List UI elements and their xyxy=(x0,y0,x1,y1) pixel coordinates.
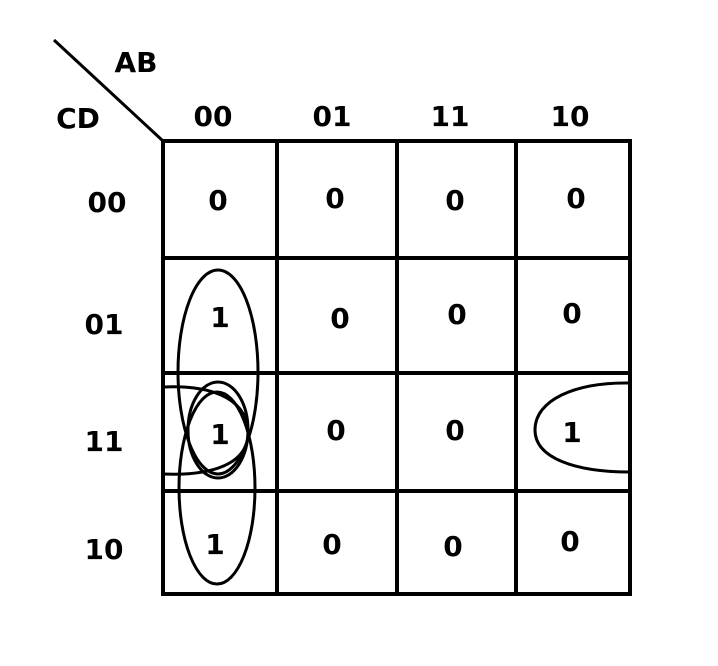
cell-r3-c0: 1 xyxy=(205,528,224,561)
cell-r2-c2: 0 xyxy=(445,414,464,447)
column-label-11: 11 xyxy=(431,100,470,133)
column-label-01: 01 xyxy=(313,100,352,133)
loop-wrap-left xyxy=(162,385,250,476)
loop-wrap-right xyxy=(533,381,631,474)
cell-r3-c1: 0 xyxy=(322,528,341,561)
cell-r1-c0: 1 xyxy=(210,301,229,334)
row-label-00: 00 xyxy=(88,186,127,219)
cell-r2-c1: 0 xyxy=(326,414,345,447)
cell-r0-c3: 0 xyxy=(566,182,585,215)
cell-r1-c1: 0 xyxy=(330,302,349,335)
row-variables-label: CD xyxy=(56,102,100,135)
cell-r0-c1: 0 xyxy=(325,182,344,215)
cell-r1-c2: 0 xyxy=(447,298,466,331)
column-label-00: 00 xyxy=(194,100,233,133)
cell-r3-c2: 0 xyxy=(443,530,462,563)
cell-r1-c3: 0 xyxy=(562,297,581,330)
loop-rows-01-11-col-00 xyxy=(176,268,260,476)
column-variables-label: AB xyxy=(114,46,157,79)
cell-r0-c2: 0 xyxy=(445,184,464,217)
row-label-10: 10 xyxy=(85,533,124,566)
grouping-loops xyxy=(162,268,631,586)
cell-r2-c3: 1 xyxy=(562,416,581,449)
cell-values: 0 0 0 0 1 0 0 0 1 0 0 1 1 0 0 0 xyxy=(205,182,585,563)
cell-r0-c0: 0 xyxy=(208,184,227,217)
corner-diagonal-line xyxy=(52,38,165,143)
row-label-01: 01 xyxy=(85,308,124,341)
kmap-grid xyxy=(161,139,632,596)
row-label-11: 11 xyxy=(85,425,124,458)
cell-r3-c3: 0 xyxy=(560,525,579,558)
column-label-10: 10 xyxy=(551,100,590,133)
cell-r2-c0: 1 xyxy=(210,418,229,451)
